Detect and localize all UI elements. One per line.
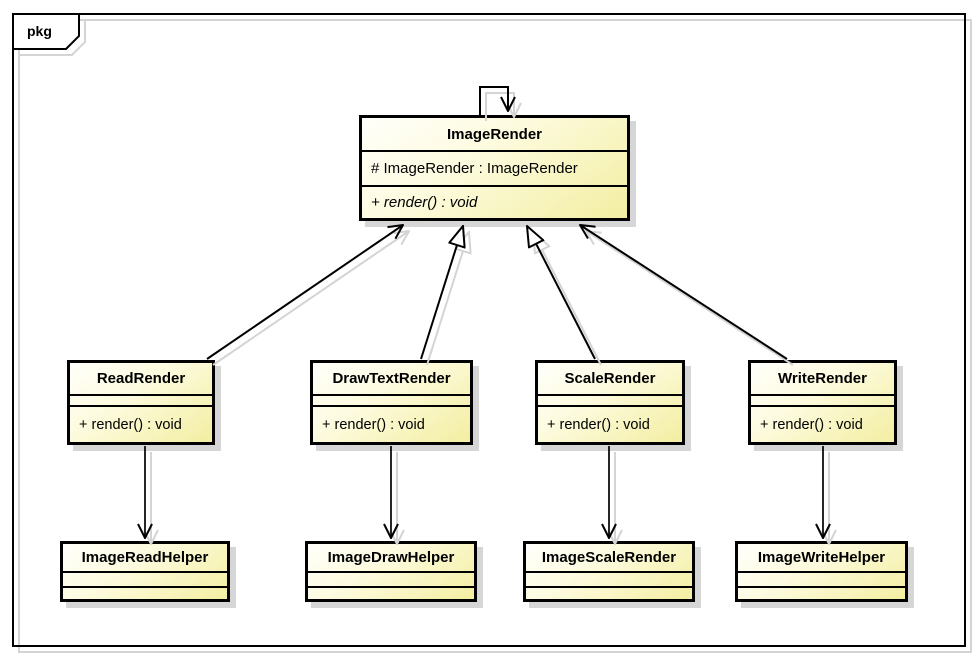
class-box-imagerender[interactable]: ImageRender # ImageRender : ImageRender … <box>359 115 630 221</box>
empty-method-compartment <box>308 586 474 599</box>
empty-method-compartment <box>526 586 692 599</box>
class-method: + render() : void <box>751 405 894 442</box>
class-name: ImageRender <box>446 125 543 143</box>
empty-attribute-compartment <box>751 394 894 405</box>
generalization-line-drawtextrender <box>420 226 463 360</box>
empty-attribute-compartment <box>63 571 227 586</box>
class-name: ScaleRender <box>564 370 656 387</box>
empty-attribute-compartment <box>70 394 212 405</box>
class-name: ImageWriteHelper <box>757 549 886 566</box>
class-method: + render() : void <box>362 185 627 218</box>
class-box-drawtextrender[interactable]: DrawTextRender + render() : void <box>310 360 473 445</box>
class-method: + render() : void <box>70 405 212 442</box>
class-box-writerender[interactable]: WriteRender + render() : void <box>748 360 897 445</box>
class-attribute: # ImageRender : ImageRender <box>362 150 627 185</box>
class-box-imagewritehelper[interactable]: ImageWriteHelper <box>735 541 908 602</box>
empty-attribute-compartment <box>308 571 474 586</box>
package-tab-label: pkg <box>27 23 52 39</box>
generalization-line-writerender <box>580 225 788 360</box>
class-name: ImageScaleRender <box>541 549 677 566</box>
class-method: + render() : void <box>313 405 470 442</box>
empty-attribute-compartment <box>526 571 692 586</box>
class-name: WriteRender <box>778 370 867 387</box>
empty-attribute-compartment <box>738 571 905 586</box>
class-name: ImageDrawHelper <box>327 549 455 566</box>
empty-method-compartment <box>63 586 227 599</box>
class-box-imagescalerender[interactable]: ImageScaleRender <box>523 541 695 602</box>
class-method: + render() : void <box>538 405 682 442</box>
generalization-line-scalerender <box>527 226 596 360</box>
class-name: ReadRender <box>96 370 186 387</box>
class-box-scalerender[interactable]: ScaleRender + render() : void <box>535 360 685 445</box>
generalization-line-readrender <box>206 225 403 360</box>
empty-attribute-compartment <box>538 394 682 405</box>
self-association-line-imagerender <box>479 86 508 115</box>
class-box-imagereadhelper[interactable]: ImageReadHelper <box>60 541 230 602</box>
class-name: DrawTextRender <box>332 370 451 387</box>
empty-attribute-compartment <box>313 394 470 405</box>
class-box-readrender[interactable]: ReadRender + render() : void <box>67 360 215 445</box>
class-box-imagedrawhelper[interactable]: ImageDrawHelper <box>305 541 477 602</box>
empty-method-compartment <box>738 586 905 599</box>
class-name: ImageReadHelper <box>81 549 209 566</box>
